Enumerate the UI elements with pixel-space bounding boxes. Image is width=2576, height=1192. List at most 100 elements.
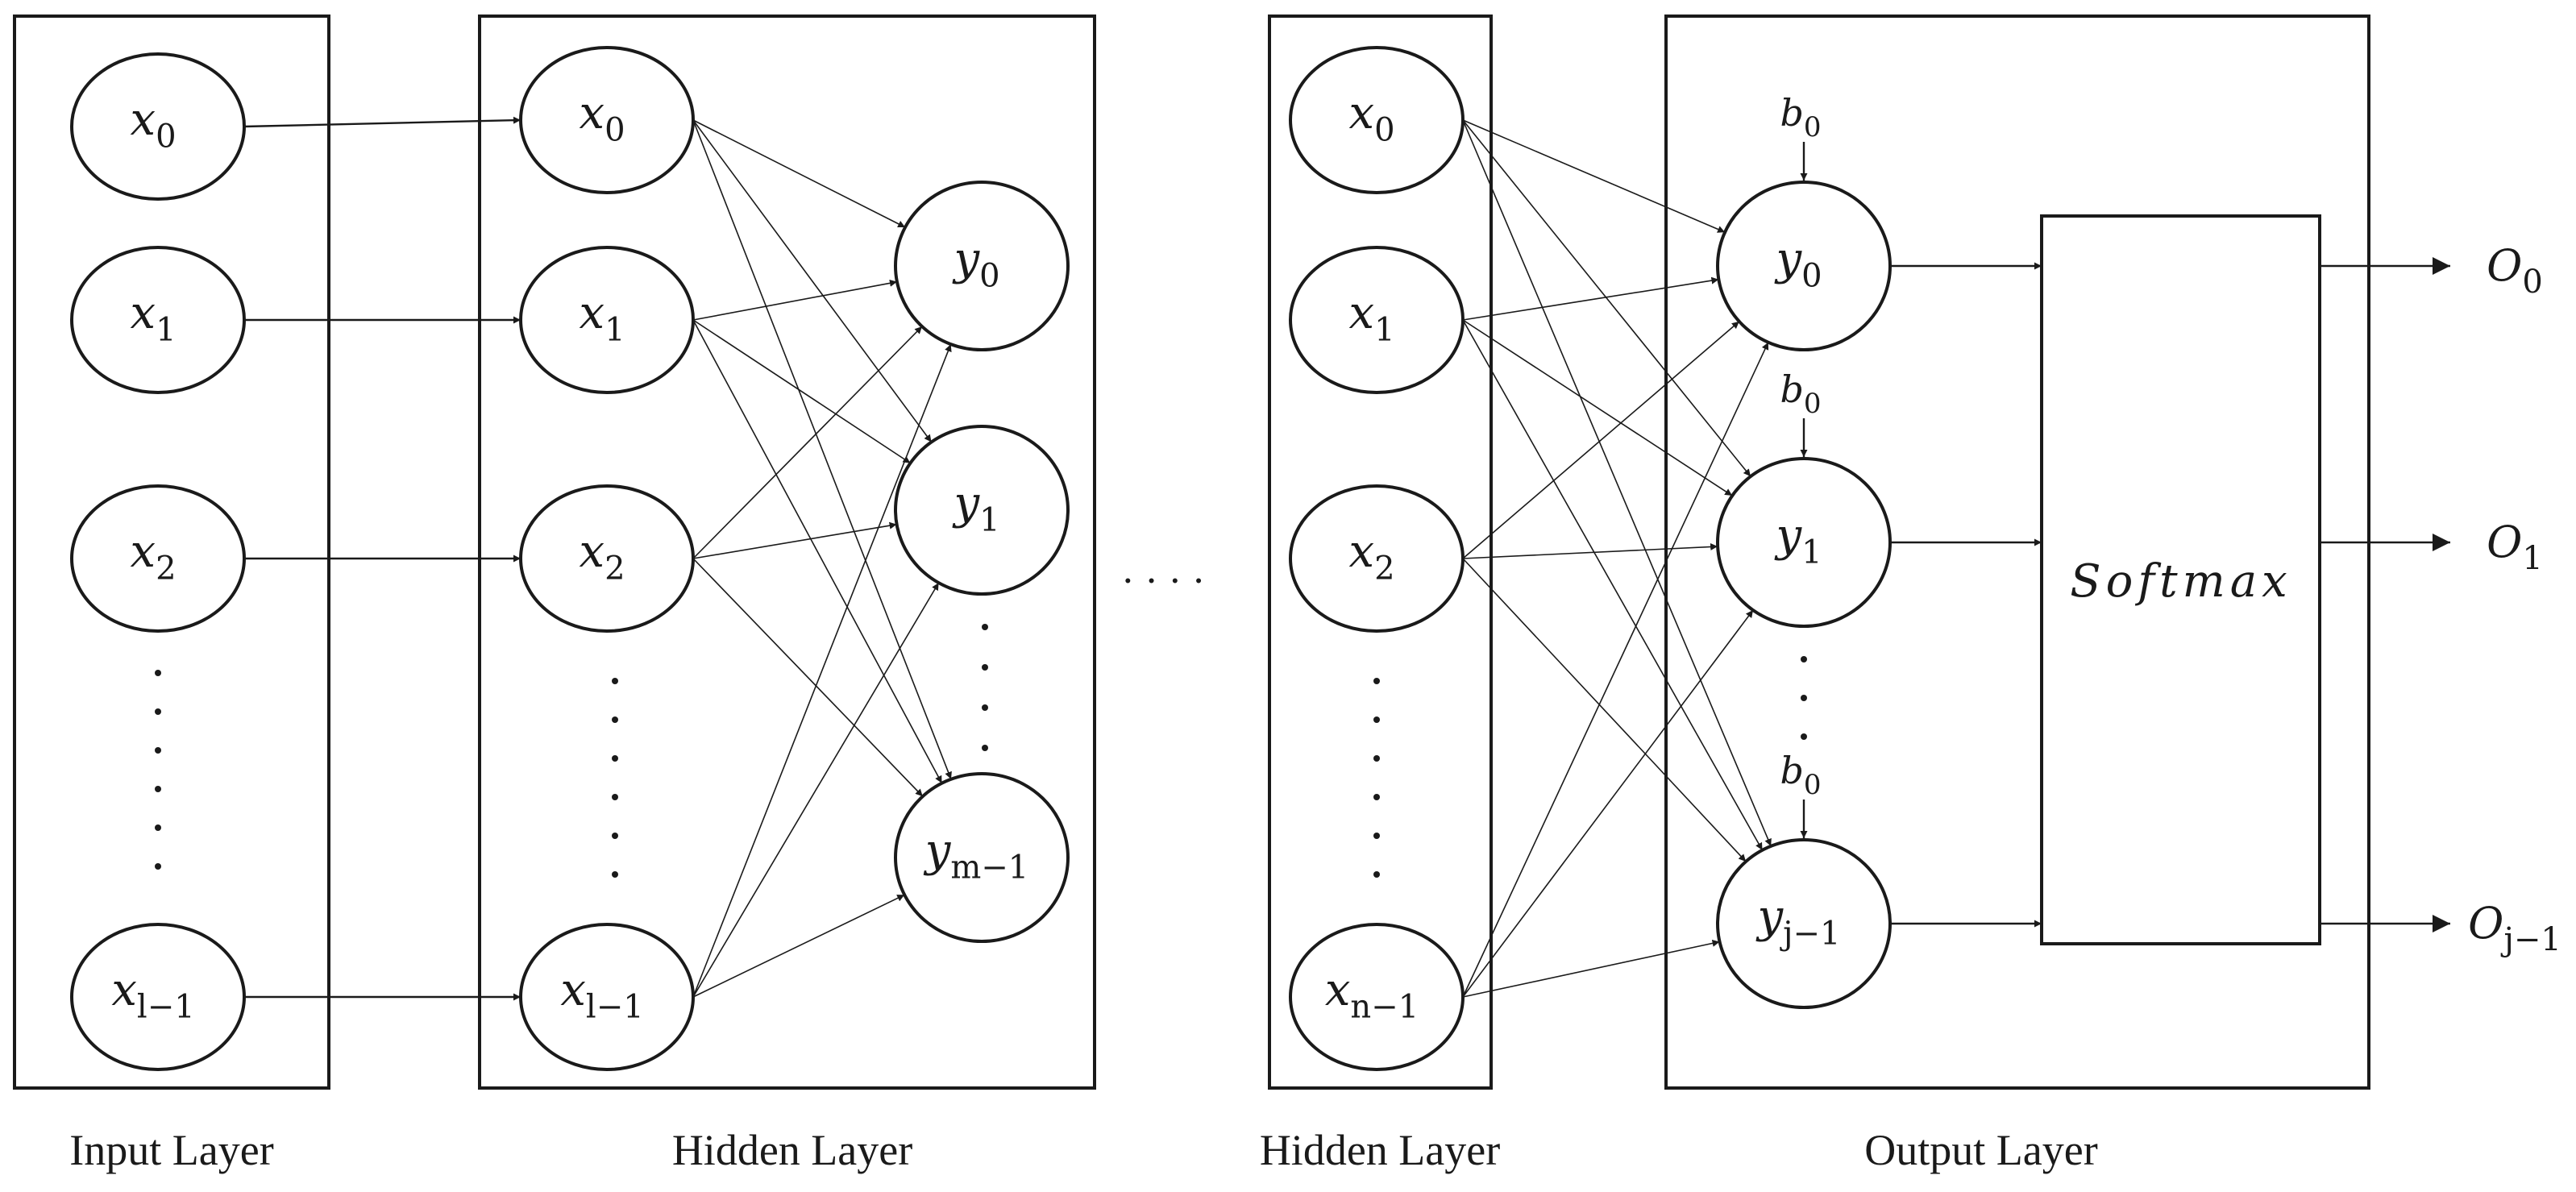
bias-label: b0 bbox=[1780, 368, 1821, 420]
ellipsis-dot bbox=[612, 833, 618, 839]
neuron-label-base: x bbox=[1348, 287, 1374, 339]
output-connection bbox=[1462, 276, 1719, 321]
ellipsis-dot bbox=[982, 624, 988, 630]
ellipsis-dot bbox=[1373, 794, 1380, 800]
neuron-label: xl−1 bbox=[560, 964, 643, 1026]
neuron-label-base: x bbox=[130, 93, 156, 146]
ellipsis-dot bbox=[612, 755, 618, 762]
output-connection bbox=[1462, 119, 1751, 477]
neuron-label-subscript: 0 bbox=[1374, 112, 1394, 149]
ellipsis-dot bbox=[155, 747, 161, 754]
hidden-connection bbox=[692, 558, 924, 797]
ellipsis-dot bbox=[155, 670, 161, 676]
output-label: O1 bbox=[2487, 517, 2543, 577]
connections bbox=[692, 119, 1772, 998]
neuron-label: y1 bbox=[1773, 509, 1822, 571]
hidden-connection bbox=[692, 319, 943, 784]
neuron-input-0 bbox=[70, 52, 246, 201]
neuron-label: x1 bbox=[1348, 287, 1394, 349]
neuron-label: y0 bbox=[951, 233, 999, 295]
neuron-hidden2-2 bbox=[1289, 484, 1465, 633]
neuron-hidden1_in-1 bbox=[519, 246, 695, 394]
output-connection bbox=[1462, 609, 1754, 998]
neuron-label-subscript: l−1 bbox=[586, 989, 644, 1026]
output-connection bbox=[1462, 119, 1726, 233]
neuron-output-0 bbox=[1716, 181, 1892, 351]
output-connection bbox=[1462, 542, 1718, 559]
neuron-label-base: y bbox=[951, 477, 980, 530]
ellipsis-dot bbox=[1801, 733, 1807, 740]
labels: x0x1x2xl−1x0x1x2xl−1y0y1ym−1x0x1x2xn−1y0… bbox=[111, 87, 2561, 1026]
ellipsis-dot bbox=[1801, 656, 1807, 662]
ellipsis-dot bbox=[155, 824, 161, 831]
neuron-label-subscript: m−1 bbox=[950, 849, 1028, 887]
bias-label-base: b bbox=[1780, 749, 1803, 792]
hidden-connection bbox=[692, 894, 905, 998]
bias-label-subscript: 0 bbox=[1804, 769, 1822, 801]
bias-label-base: b bbox=[1780, 368, 1803, 411]
neuron-label: x2 bbox=[1348, 525, 1394, 588]
neuron-label: x2 bbox=[130, 525, 176, 588]
neuron-label-base: x bbox=[1348, 525, 1374, 578]
output-label-base: O bbox=[2487, 517, 2522, 567]
neuron-hidden1_out-1 bbox=[894, 425, 1070, 596]
ellipsis-dot bbox=[1373, 871, 1380, 878]
neuron-label-base: y bbox=[923, 824, 952, 877]
output-connection bbox=[1462, 119, 1772, 847]
ellipsis-dot bbox=[1373, 716, 1380, 723]
ellipsis-dot bbox=[982, 664, 988, 671]
output-label-subscript: j−1 bbox=[2500, 921, 2561, 958]
neuron-hidden1_in-2 bbox=[519, 484, 695, 633]
output-connection bbox=[1462, 321, 1740, 559]
neuron-hidden2-0 bbox=[1289, 46, 1465, 194]
caption-output-layer: Output Layer bbox=[1864, 1126, 2097, 1174]
hidden-connection bbox=[692, 326, 923, 559]
neuron-label-base: x bbox=[1325, 964, 1351, 1016]
neuron-label: xn−1 bbox=[1325, 964, 1419, 1026]
hidden-connection bbox=[692, 343, 952, 998]
neuron-label-subscript: 0 bbox=[605, 112, 625, 149]
output-label-base: O bbox=[2487, 240, 2522, 291]
neuron-hidden2-3 bbox=[1289, 923, 1465, 1071]
neuron-input-3 bbox=[70, 923, 246, 1071]
neuron-label-subscript: 1 bbox=[979, 502, 999, 539]
output-connection bbox=[1462, 319, 1764, 851]
neuron-label-subscript: l−1 bbox=[137, 989, 195, 1026]
softmax-box bbox=[2040, 214, 2321, 945]
ellipsis-dot bbox=[155, 863, 161, 870]
nodes bbox=[70, 46, 1892, 1071]
bias-label: b0 bbox=[1780, 91, 1821, 143]
ellipsis-dot bbox=[982, 745, 988, 751]
ellipsis-dot bbox=[982, 704, 988, 711]
neuron-label-subscript: 0 bbox=[1801, 258, 1822, 295]
output-label: O0 bbox=[2487, 240, 2543, 301]
ellipsis-dot bbox=[612, 871, 618, 878]
neuron-label: x0 bbox=[579, 87, 625, 149]
neuron-label: x2 bbox=[579, 525, 625, 588]
bias-label: b0 bbox=[1780, 749, 1821, 801]
neuron-input-1 bbox=[70, 246, 246, 394]
neuron-label: x1 bbox=[579, 287, 625, 349]
neuron-label-subscript: 2 bbox=[156, 550, 176, 588]
neuron-hidden2-1 bbox=[1289, 246, 1465, 394]
neuron-label-base: x bbox=[111, 964, 137, 1016]
arrows bbox=[243, 116, 2450, 1001]
ellipsis-dot bbox=[1373, 755, 1380, 762]
output-connection bbox=[1462, 939, 1720, 998]
layer-ellipsis: . . . . bbox=[1122, 548, 1204, 592]
neuron-hidden1_out-2 bbox=[894, 772, 1070, 943]
ellipsis-dot bbox=[1801, 695, 1807, 701]
caption-hidden-layer-2: Hidden Layer bbox=[1260, 1126, 1500, 1174]
hidden-layer-1-box bbox=[478, 15, 1096, 1090]
neuron-label-subscript: 1 bbox=[605, 312, 625, 349]
output-connection bbox=[1462, 319, 1733, 496]
ellipsis-dot bbox=[155, 708, 161, 715]
output-connection bbox=[1462, 342, 1769, 998]
vertical-ellipses bbox=[155, 624, 1807, 878]
neuron-label-base: x bbox=[560, 964, 586, 1016]
neuron-label-subscript: 0 bbox=[979, 258, 999, 295]
output-label-base: O bbox=[2468, 898, 2503, 949]
neuron-label-base: x bbox=[130, 525, 156, 578]
neuron-label: x1 bbox=[130, 287, 176, 349]
